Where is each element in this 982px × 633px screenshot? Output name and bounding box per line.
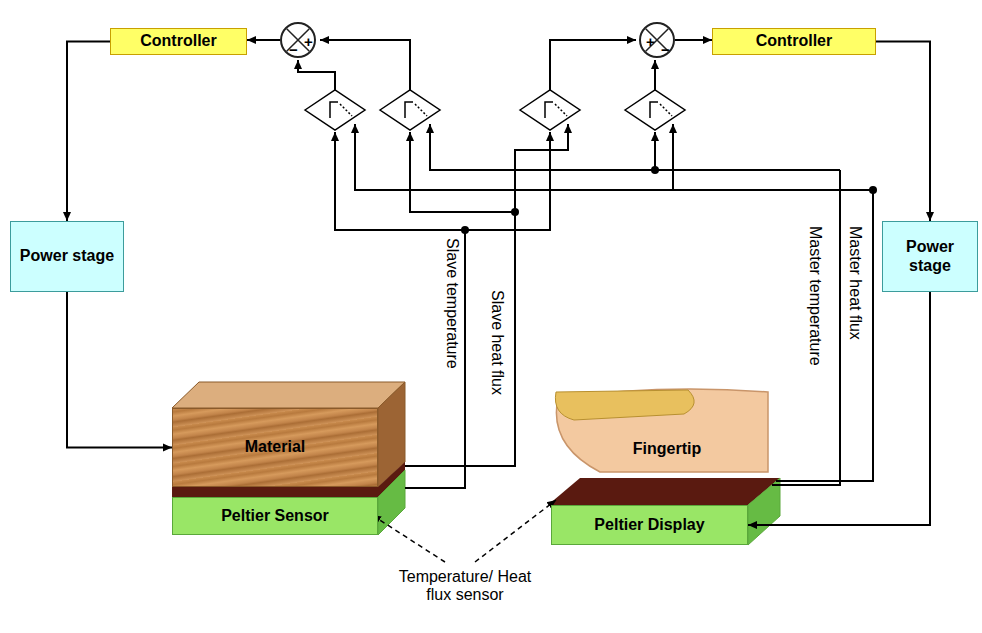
power-stage-box: Power stage — [882, 221, 978, 292]
sensor-leader-lines — [372, 515, 445, 562]
signal-arrow — [675, 39, 712, 41]
signal-arrow — [876, 42, 930, 222]
junction-dots — [869, 186, 877, 194]
node-label: Peltier Display — [594, 516, 704, 534]
diamond-switch-marks — [650, 102, 658, 118]
signal-wires — [772, 170, 840, 485]
signal-arrow — [247, 39, 280, 41]
diamond-switch-marks — [415, 104, 427, 116]
master-sensor-plate — [548, 478, 780, 505]
signal-name: Slave heat flux — [488, 290, 506, 395]
peltier-sensor: Peltier Sensor — [172, 497, 378, 535]
signal-arrow — [67, 42, 110, 222]
junction-sign: + — [304, 34, 313, 49]
signal-arrow — [748, 292, 930, 525]
signal-wires — [776, 190, 873, 481]
signal-wires — [673, 124, 873, 190]
peltier-display: Peltier Display — [551, 505, 748, 545]
signal-wires — [515, 124, 568, 212]
signal-wires — [465, 132, 550, 230]
signal-name: Master heat flux — [846, 226, 864, 340]
diamond-switch-marks — [330, 102, 338, 118]
junction-sign: + — [646, 34, 655, 49]
selector-diamonds — [625, 90, 685, 130]
diamond-switch-marks — [660, 104, 672, 116]
node-label: Power stage — [883, 238, 977, 275]
peltier-display-side — [748, 478, 780, 545]
node-label: Controller — [140, 32, 216, 50]
junction-sign: − — [289, 42, 298, 57]
master-sensor-plate — [548, 478, 780, 505]
junction-dots — [461, 166, 877, 234]
fingertip-drawing — [555, 389, 768, 472]
callout-label: Temperature/ Heat flux sensor — [385, 568, 545, 603]
signal-wires — [654, 60, 656, 90]
signal-wires — [355, 124, 673, 190]
junction-sign: − — [661, 42, 670, 57]
material-block-faces — [172, 382, 405, 487]
node-label: Peltier Sensor — [221, 507, 329, 525]
diamond-switch-marks — [405, 102, 413, 118]
controller-box: Controller — [110, 28, 247, 55]
selector-diamonds — [305, 90, 685, 130]
signal-wires — [298, 60, 335, 90]
signal-wires — [405, 212, 515, 466]
node-label: Material — [245, 438, 305, 456]
signal-wires — [410, 132, 515, 212]
signal-wires — [320, 40, 410, 90]
signal-wires — [405, 230, 465, 488]
junction-dots — [511, 208, 519, 216]
fingertip: Fingertip — [612, 436, 722, 462]
material-block-faces — [172, 382, 405, 408]
signal-arrow — [67, 292, 172, 448]
signal-name: Slave temperature — [443, 238, 461, 369]
junction-dots — [651, 166, 659, 174]
signal-wires — [655, 132, 840, 170]
diamond-switch-marks — [340, 104, 352, 116]
summing-junction: +− — [639, 22, 675, 58]
sensor-leader-lines — [372, 500, 556, 562]
signal-wires — [298, 40, 873, 488]
peltier-sensor-side — [378, 470, 405, 535]
peltier-sensor-side — [378, 470, 405, 535]
summing-junction: +− — [280, 22, 316, 58]
fingertip-drawing — [555, 390, 694, 420]
peltier-display-side — [748, 478, 780, 545]
diamond-switch-marks — [555, 104, 567, 116]
node-label: Controller — [756, 32, 832, 50]
junction-dots — [461, 226, 469, 234]
node-label: Power stage — [20, 247, 114, 265]
signal-wires — [550, 40, 636, 90]
selector-diamonds — [520, 90, 580, 130]
power-stage-box: Power stage — [10, 221, 124, 292]
material-block: Material — [172, 408, 378, 487]
node-label: Fingertip — [633, 440, 701, 458]
diamond-switch-marks — [330, 102, 672, 118]
controller-box: Controller — [712, 28, 876, 55]
sensor-leader-lines — [475, 500, 556, 562]
signal-wires — [430, 124, 655, 170]
signal-name: Master temperature — [806, 226, 824, 366]
diamond-switch-marks — [545, 102, 553, 118]
